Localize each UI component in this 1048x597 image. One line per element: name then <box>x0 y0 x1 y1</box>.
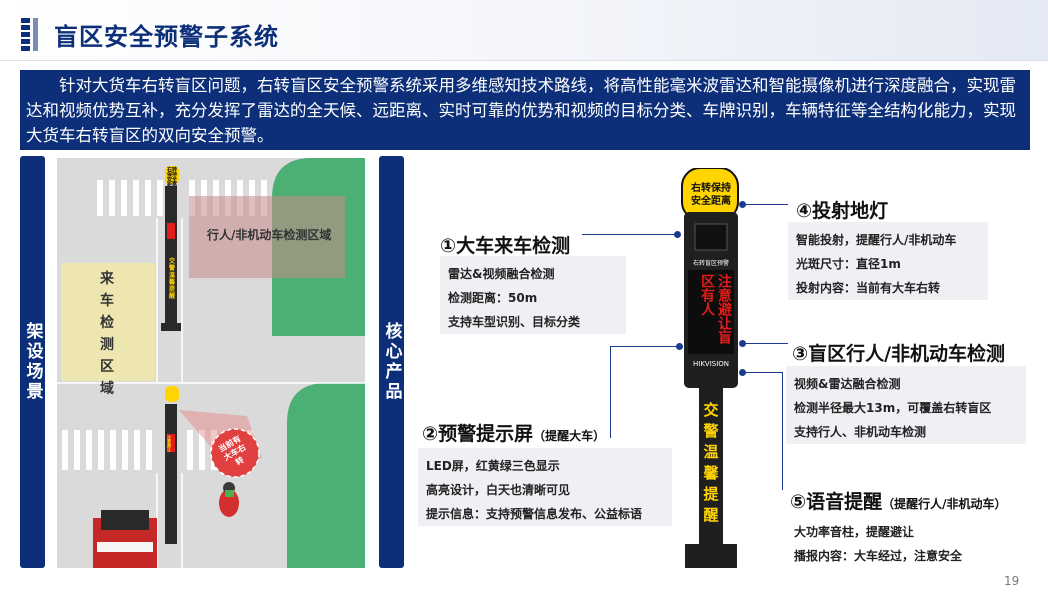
connector-4 <box>742 204 788 205</box>
header-divider <box>0 60 1048 61</box>
header-mark-icon <box>21 18 30 51</box>
feature-3-line-3: 支持行人、非机动车检测 <box>794 425 927 439</box>
mini-pole-side-text: 交警温馨提醒 <box>169 258 176 300</box>
feature-1-line-1: 雷达&视频融合检测 <box>448 267 555 281</box>
connector-2b <box>610 346 680 347</box>
connector-5b <box>782 372 783 490</box>
feature-2-title: ②预警提示屏（提醒大车） <box>422 423 606 445</box>
product-top-sign: 右转保持安全距离 <box>691 183 731 207</box>
feature-4-title: ④投射地灯 <box>796 200 889 222</box>
connector-2a <box>610 346 611 438</box>
feature-3-line-1: 视频&雷达融合检测 <box>794 377 901 391</box>
product-brand: HIKVISION <box>692 360 730 368</box>
connector-1-dot <box>674 231 681 238</box>
product-side-text: 交警温馨提醒 <box>703 401 719 524</box>
tab-core-product: 核心产品 <box>379 156 404 568</box>
connector-5a <box>742 372 782 373</box>
feature-4-line-3: 投射内容：当前有大车右转 <box>796 281 941 295</box>
product-pole-svg <box>681 167 739 568</box>
feature-5-line-2: 播报内容：大车经过，注意安全 <box>794 549 963 563</box>
scene-svg <box>57 158 365 568</box>
feature-1-title: ①大车来车检测 <box>440 235 571 257</box>
header-mark-bar <box>33 18 38 51</box>
mini-pole-led-text: 注意避让 <box>167 435 171 452</box>
product-brand-small: 右转盲区预警 <box>692 260 729 267</box>
feature-2-line-1: LED屏，红黄绿三色显示 <box>426 459 560 473</box>
deploy-scene-illustration: 行人/非机动车检测区域 来车检测区域 右转保持安全距离 交警温馨提醒 注意避让 … <box>57 158 365 568</box>
header-band <box>0 0 1048 60</box>
connector-2-dot <box>676 343 683 350</box>
feature-4-line-2: 光斑尺寸：直径1m <box>796 257 901 271</box>
connector-4-dot <box>739 201 746 208</box>
zone-vehicle-label: 来车检测区域 <box>100 271 114 397</box>
feature-2-line-3: 提示信息：支持预警信息发布、公益标语 <box>426 507 643 521</box>
feature-4-line-1: 智能投射，提醒行人/非机动车 <box>796 233 957 247</box>
feature-3-title: ③盲区行人/非机动车检测 <box>792 343 1006 365</box>
tab-deploy-scene: 架设场景 <box>20 156 45 568</box>
product-led-text: 注意避让盲区有人 <box>699 274 732 344</box>
feature-2-line-2: 高亮设计，白天也清晰可见 <box>426 483 571 497</box>
connector-3 <box>742 343 788 344</box>
feature-3-box: 视频&雷达融合检测 检测半径最大13m，可覆盖右转盲区 支持行人、非机动车检测 <box>786 366 1026 444</box>
feature-5-title: ⑤语音提醒（提醒行人/非机动车） <box>790 491 1007 513</box>
connector-1 <box>582 234 678 235</box>
feature-5-line-1: 大功率音柱，提醒避让 <box>794 525 915 539</box>
feature-2-box: LED屏，红黄绿三色显示 高亮设计，白天也清晰可见 提示信息：支持预警信息发布、… <box>418 448 672 526</box>
page-title: 盲区安全预警子系统 <box>54 23 279 51</box>
feature-4-box: 智能投射，提醒行人/非机动车 光斑尺寸：直径1m 投射内容：当前有大车右转 <box>788 222 988 300</box>
connector-5-dot <box>739 369 746 376</box>
feature-1-line-2: 检测距离：50m <box>448 291 538 305</box>
intro-paragraph: 针对大货车右转盲区问题，右转盲区安全预警系统采用多维感知技术路线，将高性能毫米波… <box>20 70 1030 150</box>
mini-pole-top-sign: 右转保持安全距离 <box>167 167 178 188</box>
feature-1-box: 雷达&视频融合检测 检测距离：50m 支持车型识别、目标分类 <box>440 256 626 334</box>
zone-ped-label: 行人/非机动车检测区域 <box>207 228 332 242</box>
feature-1-line-3: 支持车型识别、目标分类 <box>448 315 581 329</box>
product-pole: 右转保持安全距离 右转盲区预警 注意避让盲区有人 HIKVISION 交警温馨提… <box>680 167 742 568</box>
connector-3-dot <box>739 340 746 347</box>
page-number: 19 <box>1004 574 1020 588</box>
feature-3-line-2: 检测半径最大13m，可覆盖右转盲区 <box>794 401 992 415</box>
feature-5-box: 大功率音柱，提醒避让 播报内容：大车经过，注意安全 <box>786 514 986 568</box>
